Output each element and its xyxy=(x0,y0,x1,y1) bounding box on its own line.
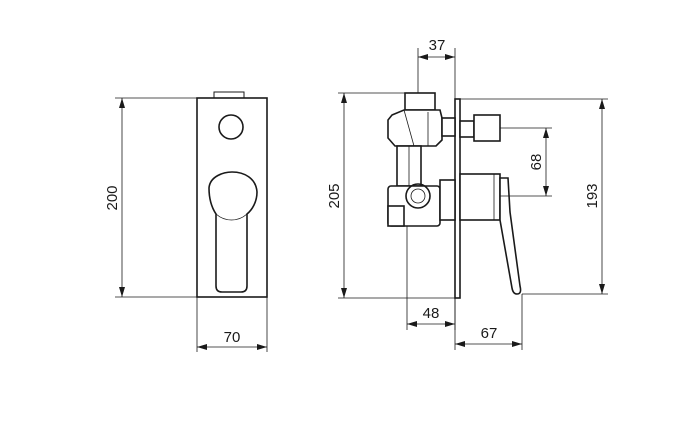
plate-height-arrow-bottom xyxy=(599,284,605,294)
handle-proj-arrow-right xyxy=(512,341,522,347)
front-height-label: 200 xyxy=(104,185,121,210)
lower-connector xyxy=(439,179,456,221)
front-lever-inner-line xyxy=(215,213,248,221)
front-width-label: 70 xyxy=(224,329,241,346)
upper-connector xyxy=(441,117,456,137)
valve-width-arrow-left xyxy=(418,54,428,60)
lower-outlet-outer xyxy=(405,183,431,209)
outlet-spacing-arrow-top xyxy=(543,128,549,138)
outlet-spacing-arrow-bottom xyxy=(543,186,549,196)
upper-stem xyxy=(404,92,436,111)
front-height-arrow-bottom xyxy=(119,287,125,297)
total-height-label: 205 xyxy=(326,183,343,208)
handle-cylinder xyxy=(459,173,501,221)
body-depth-label: 48 xyxy=(423,305,440,322)
handle-proj-arrow-left xyxy=(455,341,465,347)
front-height-arrow-top xyxy=(119,98,125,108)
total-height-arrow-top xyxy=(341,93,347,103)
upper-valve-body xyxy=(387,109,443,147)
front-top-tab xyxy=(213,91,245,99)
diverter-knob-stem xyxy=(459,120,475,138)
valve-width-arrow-right xyxy=(445,54,455,60)
diverter-knob-side xyxy=(473,114,501,142)
side-view: 37 205 68 193 48 67 xyxy=(326,37,608,350)
plate-height-label: 193 xyxy=(584,183,601,208)
handle-lever-side xyxy=(499,177,522,295)
body-depth-arrow-right xyxy=(445,321,455,327)
lower-bottom-nub xyxy=(387,205,405,227)
upper-valve-detail xyxy=(403,109,415,147)
valve-width-label: 37 xyxy=(429,37,446,54)
front-view: 200 70 xyxy=(104,91,268,352)
front-width-arrow-left xyxy=(197,344,207,350)
plate-height-arrow-top xyxy=(599,99,605,109)
handle-projection-label: 67 xyxy=(481,325,498,342)
body-depth-arrow-left xyxy=(407,321,417,327)
outlet-spacing-label: 68 xyxy=(528,154,545,171)
diverter-knob-icon xyxy=(218,114,244,140)
front-lever-handle xyxy=(208,171,258,293)
lower-outlet-inner xyxy=(410,188,426,204)
front-width-arrow-right xyxy=(257,344,267,350)
total-height-arrow-bottom xyxy=(341,288,347,298)
